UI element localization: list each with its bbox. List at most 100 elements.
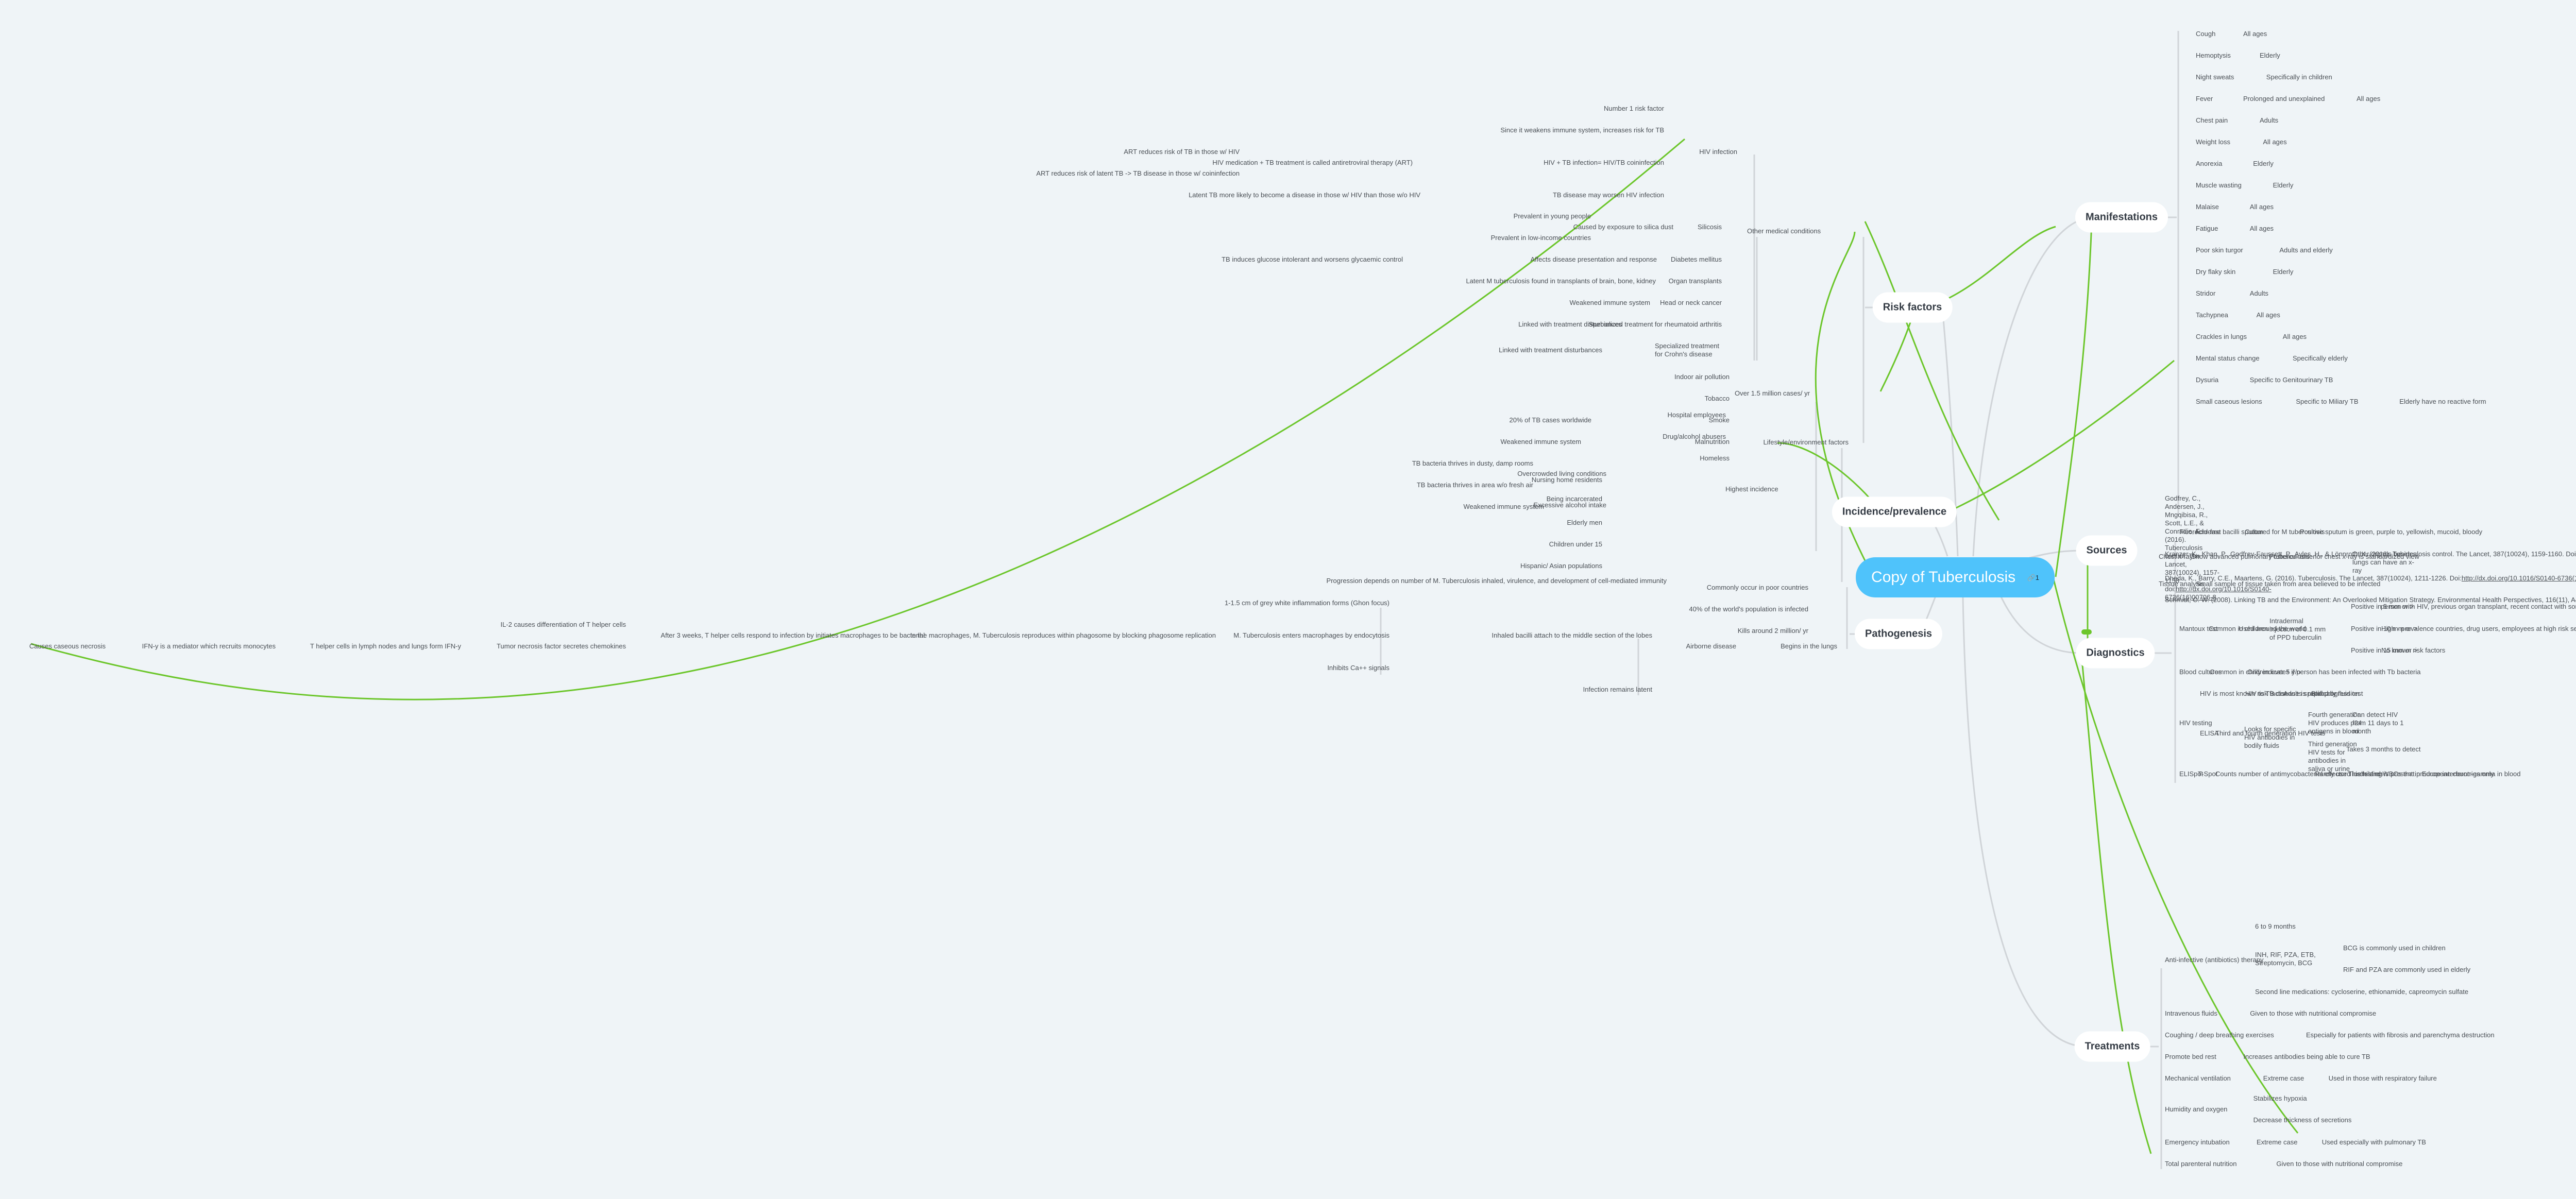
diag-elisa[interactable]: ELISA — [2200, 729, 2219, 737]
diag-pos15[interactable]: Positive in 15 mm or > — [2351, 646, 2417, 654]
manifestation-symptom[interactable]: Hemoptysis — [2196, 52, 2231, 59]
treatment-detail[interactable]: Used especially with pulmonary TB — [2321, 1138, 2426, 1146]
path-tnf[interactable]: Tumor necrosis factor secretes chemokine… — [497, 642, 626, 650]
path-enters[interactable]: M. Tuberculosis enters macrophages by en… — [1233, 631, 1389, 639]
diag-hiv-3[interactable]: Adults specifically — [2283, 690, 2336, 697]
topic-diagnostics[interactable]: Diagnostics — [2076, 638, 2155, 669]
path-begins[interactable]: Begins in the lungs — [1781, 642, 1837, 650]
inc-fresh-air[interactable]: TB bacteria thrives in area w/o fresh ai… — [1416, 481, 1533, 489]
diag-hiv-testing[interactable]: HIV testing — [2179, 719, 2212, 727]
diag-tissue-sample[interactable]: Small sample of tissue taken from area b… — [2196, 580, 2381, 588]
treat-rif-pza[interactable]: RIF and PZA are commonly used in elderly — [2343, 966, 2471, 973]
rf-low-income[interactable]: Prevalent in low-income countries — [1490, 234, 1591, 242]
rf-drug-note[interactable]: Weakened immune system — [1500, 438, 1581, 446]
diag-hiv-2[interactable]: HIV to TB disease is rapid progression — [2245, 690, 2360, 697]
rf-organ[interactable]: Organ transplants — [1668, 277, 1722, 285]
rf-hospital[interactable]: Hospital employees — [1667, 411, 1726, 419]
manifestation-detail[interactable]: All ages — [2357, 95, 2381, 102]
diag-gen4[interactable]: Fourth generation HIV produces p24 antig… — [2308, 711, 2362, 735]
diag-hiv-1[interactable]: HIV is most known risk factor — [2200, 690, 2286, 697]
diag-hiv-4[interactable]: Blood or fluid test — [2311, 690, 2363, 697]
manifestation-detail[interactable]: All ages — [2282, 333, 2307, 340]
manifestation-symptom[interactable]: Crackles in lungs — [2196, 333, 2247, 340]
diag-pos5-who[interactable]: person with HIV, previous organ transpla… — [2381, 603, 2576, 610]
diag-acid-fast[interactable]: Acid-fast bacilli sputum — [2195, 528, 2263, 536]
rf-lifestyle[interactable]: Lifestyle/environment factors — [1763, 438, 1849, 446]
path-replication[interactable]: In the macrophages, M. Tuberculosis repr… — [910, 631, 1216, 639]
manifestation-detail[interactable]: All ages — [2256, 311, 2280, 319]
path-latent[interactable]: Infection remains latent — [1583, 686, 1652, 693]
topic-manifestations[interactable]: Manifestations — [2075, 202, 2168, 233]
rf-hiv-1[interactable]: Number 1 risk factor — [1603, 105, 1664, 112]
diag-elispot-2[interactable]: Counts number of antimycobacterial effec… — [2215, 770, 2521, 778]
rf-art[interactable]: HIV medication + TB treatment is called … — [1212, 159, 1413, 166]
manifestation-symptom[interactable]: Fatigue — [2196, 225, 2218, 232]
manifestation-detail[interactable]: All ages — [2243, 30, 2267, 38]
treat-antibiotics[interactable]: Anti-infective (antibiotics) therapy — [2165, 956, 2264, 964]
rf-crohn-note[interactable]: Linked with treatment disturbances — [1499, 346, 1602, 354]
rf-young[interactable]: Prevalent in young people — [1513, 212, 1591, 220]
path-after3[interactable]: After 3 weeks, T helper cells respond to… — [660, 631, 925, 639]
rf-art-2[interactable]: ART reduces risk of latent TB -> TB dise… — [1036, 169, 1240, 177]
rf-diabetes[interactable]: Diabetes mellitus — [1671, 255, 1722, 263]
inc-alcohol[interactable]: Excessive alcohol intake — [1533, 501, 1606, 509]
topic-incidence-prevalence[interactable]: Incidence/prevalence — [1832, 496, 1957, 527]
rf-indoor[interactable]: Indoor air pollution — [1674, 373, 1730, 381]
path-necrosis[interactable]: Causes caseous necrosis — [29, 642, 106, 650]
diag-blood-2[interactable]: Only indicates if person has been infect… — [2247, 668, 2421, 676]
treat-bcg[interactable]: BCG is commonly used in children — [2343, 944, 2446, 952]
inc-alcohol-note[interactable]: Weakened immune system — [1463, 503, 1544, 510]
rf-tobacco[interactable]: Tobacco — [1704, 395, 1730, 402]
treatment-item[interactable]: Total parenteral nutrition — [2165, 1160, 2237, 1168]
treat-duration[interactable]: 6 to 9 months — [2255, 922, 2296, 930]
diag-elispot-3[interactable]: Rarely used in children — [2315, 770, 2383, 778]
manifestation-detail[interactable]: All ages — [2249, 203, 2274, 211]
diag-gen3-detail[interactable]: Takes 3 months to detect — [2346, 745, 2421, 753]
diag-mantoux-1[interactable]: Common in children — [2209, 625, 2268, 632]
diag-mantoux-3[interactable]: Intradermal injection of 0.1 mm of PPD t… — [2269, 617, 2326, 641]
treatment-detail[interactable]: Especially for patients with fibrosis an… — [2306, 1031, 2495, 1039]
manifestation-symptom[interactable]: Cough — [2196, 30, 2216, 38]
root-topic[interactable]: Copy of Tuberculosis 🔗1 — [1856, 557, 2055, 597]
manifestation-detail[interactable]: Elderly — [2260, 52, 2280, 59]
topic-pathogenesis[interactable]: Pathogenesis — [1854, 619, 1943, 649]
rf-hospital-note[interactable]: 20% of TB cases worldwide — [1509, 416, 1591, 424]
diag-gen3[interactable]: Third generation HIV tests for antibodie… — [2308, 740, 2357, 773]
diag-blood-cultures[interactable]: Blood cultures — [2179, 668, 2222, 676]
inc-kills[interactable]: Kills around 2 million/ yr — [1737, 627, 1808, 635]
treatment-detail[interactable]: Stabilizes hypoxia — [2253, 1094, 2307, 1102]
treatment-item[interactable]: Coughing / deep breathing exercises — [2165, 1031, 2274, 1039]
manifestation-symptom[interactable]: Muscle wasting — [2196, 181, 2242, 189]
diag-pos10[interactable]: Positive in 10 mm or > — [2351, 625, 2417, 632]
diag-mantoux[interactable]: Mantoux test — [2179, 625, 2218, 632]
inc-children[interactable]: Children under 15 — [1549, 540, 1602, 548]
rf-ra[interactable]: Specialized treatment for rheumatoid art… — [1588, 320, 1722, 328]
manifestation-symptom[interactable]: Fever — [2196, 95, 2213, 102]
rf-diabetes-1[interactable]: Affects disease presentation and respons… — [1530, 255, 1657, 263]
manifestation-detail[interactable]: Specific to Miliary TB — [2296, 398, 2359, 405]
inc-cases[interactable]: Over 1.5 million cases/ yr — [1735, 389, 1810, 397]
treatment-item[interactable]: Mechanical ventilation — [2165, 1074, 2231, 1082]
diag-elisa-1[interactable]: Third and fourth generation HIV tests — [2215, 729, 2326, 737]
source-link-1[interactable]: http://dx.doi.org/10.1016/S0140-6736(16)… — [2165, 585, 2272, 601]
source-link-3[interactable]: http://dx.doi.org/10.1016/S0140-6736(15)… — [2461, 574, 2576, 582]
rf-homeless[interactable]: Homeless — [1700, 454, 1730, 462]
treatment-detail[interactable]: Given to those with nutritional compromi… — [2276, 1160, 2403, 1168]
inc-hispanic[interactable]: Hispanic/ Asian populations — [1520, 562, 1602, 570]
manifestation-detail[interactable]: Specifically in children — [2266, 73, 2332, 81]
inc-dusty[interactable]: TB bacteria thrives in dusty, damp rooms — [1412, 459, 1533, 467]
treat-second-line[interactable]: Second line medications: cycloserine, et… — [2255, 988, 2469, 996]
diag-pos5[interactable]: Positive in 5 mm or > — [2351, 603, 2414, 610]
inc-highest[interactable]: Highest incidence — [1725, 485, 1778, 493]
manifestation-detail[interactable]: Elderly — [2273, 268, 2294, 276]
diag-chest-xray[interactable]: Chest x-ray — [2159, 553, 2193, 560]
manifestation-detail[interactable]: Prolonged and unexplained — [2243, 95, 2325, 102]
manifestation-symptom[interactable]: Dry flaky skin — [2196, 268, 2236, 276]
inc-nursing[interactable]: Nursing home residents — [1531, 476, 1602, 484]
diag-mantoux-2[interactable]: Used around the world — [2239, 625, 2306, 632]
manifestation-symptom[interactable]: Tachypnea — [2196, 311, 2228, 319]
manifestation-symptom[interactable]: Weight loss — [2196, 138, 2230, 146]
treatment-detail[interactable]: Extreme case — [2257, 1138, 2298, 1146]
manifestation-detail[interactable]: Adults — [2260, 116, 2279, 124]
rf-hiv-4[interactable]: TB disease may worsen HIV infection — [1552, 191, 1664, 199]
